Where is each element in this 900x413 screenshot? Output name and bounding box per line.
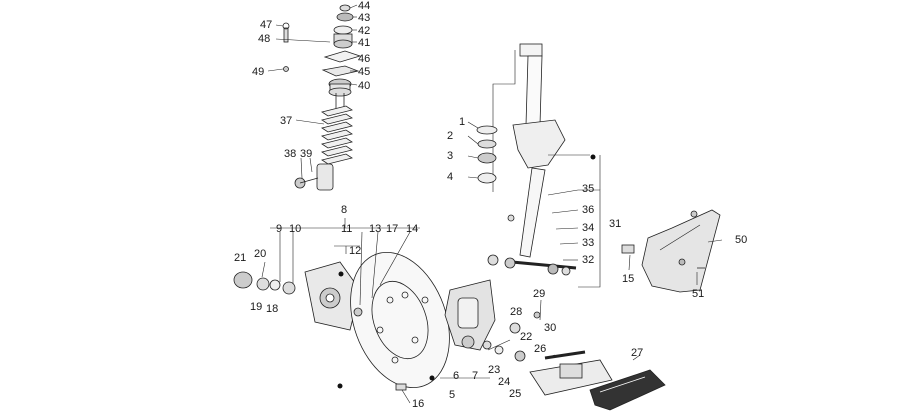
part-label-49: 49 [252, 66, 265, 78]
part-label-13: 13 [369, 223, 382, 235]
part-label-1: 1 [459, 116, 466, 128]
part-label-5: 5 [449, 389, 456, 401]
steering-column-assembly [476, 43, 577, 276]
part-label-35: 35 [582, 183, 595, 195]
part-label-32: 32 [582, 254, 595, 266]
part-label-27: 27 [631, 347, 644, 359]
part-label-15: 15 [622, 273, 635, 285]
part-label-25: 25 [509, 388, 522, 400]
part-label-6: 6 [453, 370, 460, 382]
part-label-19: 19 [250, 301, 263, 313]
front-swing-arm [529, 350, 666, 411]
part-label-24: 24 [498, 376, 511, 388]
part-label-38: 38 [284, 148, 297, 160]
part-label-9: 9 [276, 223, 283, 235]
part-label-11: 11 [341, 223, 353, 235]
part-label-4: 4 [447, 171, 454, 183]
part-label-8: 8 [341, 204, 348, 216]
part-label-45: 45 [358, 66, 371, 78]
part-label-14: 14 [406, 223, 419, 235]
part-label-30: 30 [544, 322, 557, 334]
part-label-16: 16 [412, 398, 425, 410]
part-label-18: 18 [266, 303, 279, 315]
front-hub-and-brake-disc [233, 218, 450, 404]
front-cover-panel [621, 209, 723, 293]
part-label-36: 36 [582, 204, 595, 216]
part-label-22: 22 [520, 331, 533, 343]
part-label-44: 44 [358, 0, 371, 12]
part-label-34: 34 [582, 222, 595, 234]
part-label-2: 2 [447, 130, 454, 142]
part-label-3: 3 [447, 150, 454, 162]
part-label-10: 10 [289, 223, 302, 235]
part-label-50: 50 [735, 234, 748, 246]
part-label-29: 29 [533, 288, 546, 300]
part-label-43: 43 [358, 12, 371, 24]
part-label-20: 20 [254, 248, 267, 260]
part-label-39: 39 [300, 148, 313, 160]
shock-absorber-assembly [282, 4, 362, 191]
part-label-48: 48 [258, 33, 271, 45]
part-label-46: 46 [358, 53, 371, 65]
part-label-31: 31 [609, 218, 622, 230]
part-label-40: 40 [358, 80, 371, 92]
part-label-12: 12 [349, 245, 362, 257]
part-label-42: 42 [358, 25, 371, 37]
brake-caliper [444, 279, 541, 362]
part-label-21: 21 [234, 252, 247, 264]
part-label-47: 47 [260, 19, 273, 31]
part-label-23: 23 [488, 364, 501, 376]
part-label-17: 17 [386, 223, 399, 235]
part-label-51: 51 [692, 288, 705, 300]
part-label-26: 26 [534, 343, 547, 355]
part-label-28: 28 [510, 306, 523, 318]
part-label-33: 33 [582, 237, 595, 249]
part-label-37: 37 [280, 115, 293, 127]
part-label-7: 7 [472, 370, 479, 382]
part-label-41: 41 [358, 37, 371, 49]
